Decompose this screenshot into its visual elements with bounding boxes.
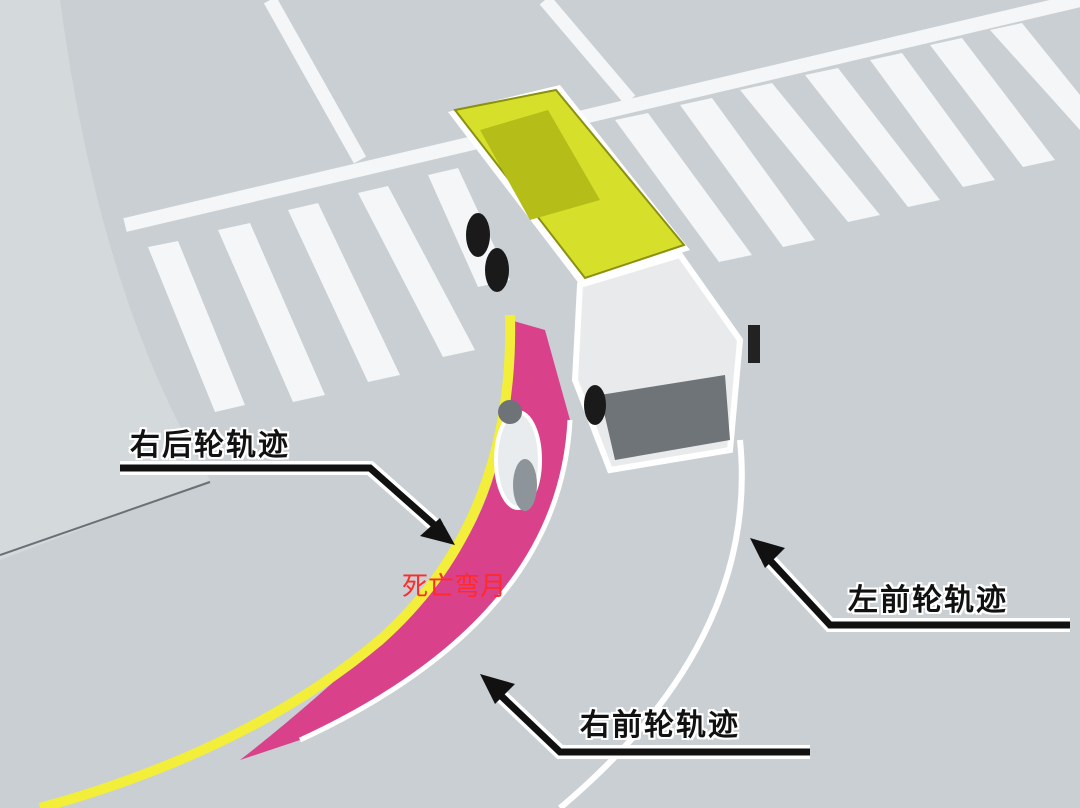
- death-zone-label: 死亡弯月: [402, 572, 507, 602]
- rear-right-track-label: 右后轮轨迹: [130, 428, 290, 463]
- pointer-arrows: [120, 461, 1070, 759]
- arrow-head-icon: [750, 538, 785, 568]
- death-zone: [240, 320, 570, 760]
- arrow-head-icon: [480, 674, 515, 704]
- road-markings: [123, 0, 1080, 232]
- front-left-track-label: 左前轮轨迹: [848, 583, 1008, 618]
- front-right-track: [298, 419, 573, 743]
- sidewalk: [0, 0, 210, 560]
- front-right-track-label: 右前轮轨迹: [580, 708, 740, 743]
- arrow-head-icon: [420, 518, 455, 545]
- crosswalk-right: [615, 23, 1080, 262]
- front-left-track: [558, 439, 745, 808]
- scooter-rider: [494, 400, 542, 511]
- truck: [448, 85, 760, 474]
